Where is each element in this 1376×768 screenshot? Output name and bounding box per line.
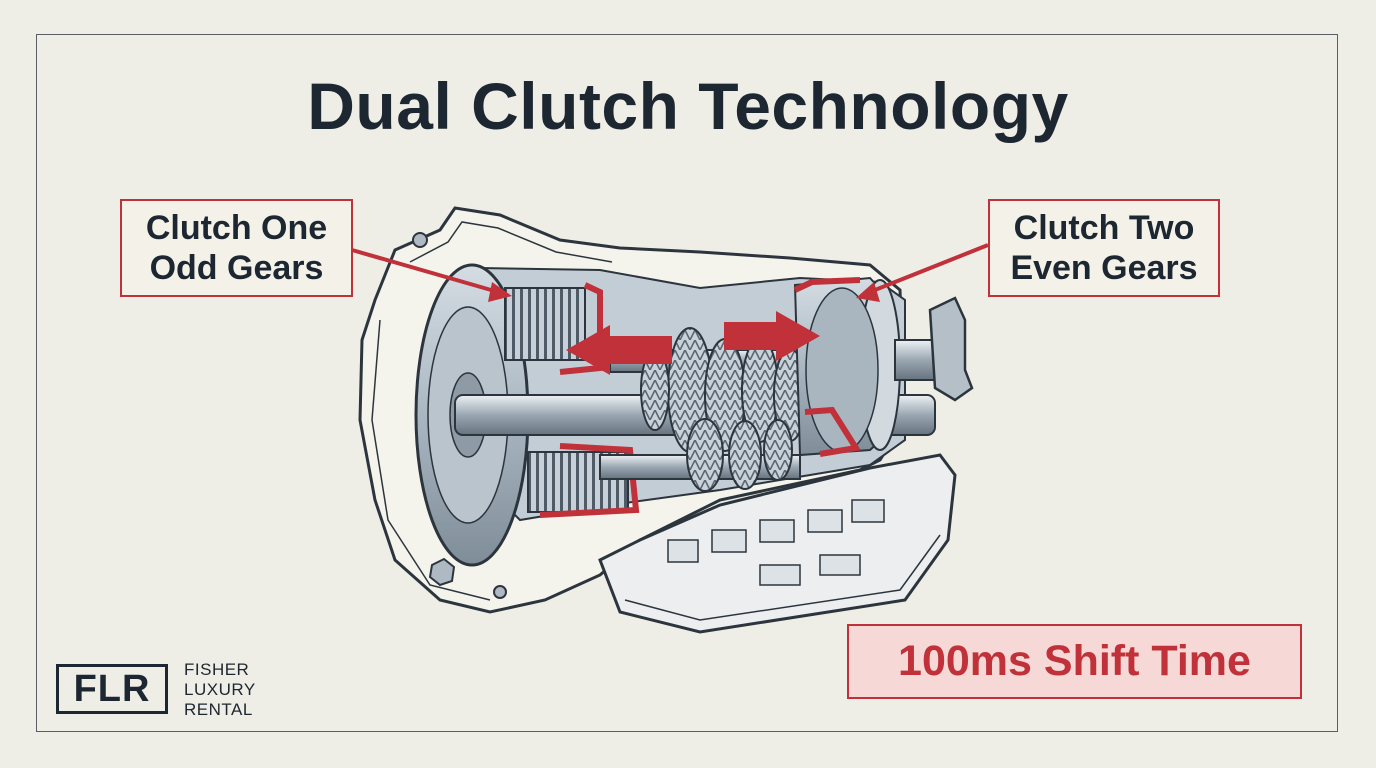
- clutch-one-callout: Clutch One Odd Gears: [120, 199, 353, 297]
- logo-word-1: FISHER: [184, 660, 250, 679]
- clutch-two-line-2: Even Gears: [1010, 249, 1198, 287]
- clutch-two-callout: Clutch Two Even Gears: [988, 199, 1220, 297]
- logo-word-3: RENTAL: [184, 700, 253, 719]
- logo-word-2: LUXURY: [184, 680, 256, 699]
- clutch-one-line-1: Clutch One: [145, 209, 328, 247]
- clutch-one-line-2: Odd Gears: [149, 249, 324, 287]
- leader-arrows: [351, 243, 989, 302]
- arrow-right: [724, 311, 820, 361]
- logo-mark: FLR: [56, 664, 168, 714]
- page-title: Dual Clutch Technology: [307, 69, 1069, 143]
- logo-wordmark: FISHER LUXURY RENTAL: [184, 660, 256, 720]
- border-frame: [36, 34, 1338, 732]
- arrow-left: [566, 325, 672, 375]
- output-flange: [928, 296, 974, 402]
- shift-time-badge: 100ms Shift Time: [847, 624, 1302, 699]
- clutch-two-line-1: Clutch Two: [1013, 209, 1195, 247]
- flr-logo: FLR FISHER LUXURY RENTAL: [56, 660, 286, 720]
